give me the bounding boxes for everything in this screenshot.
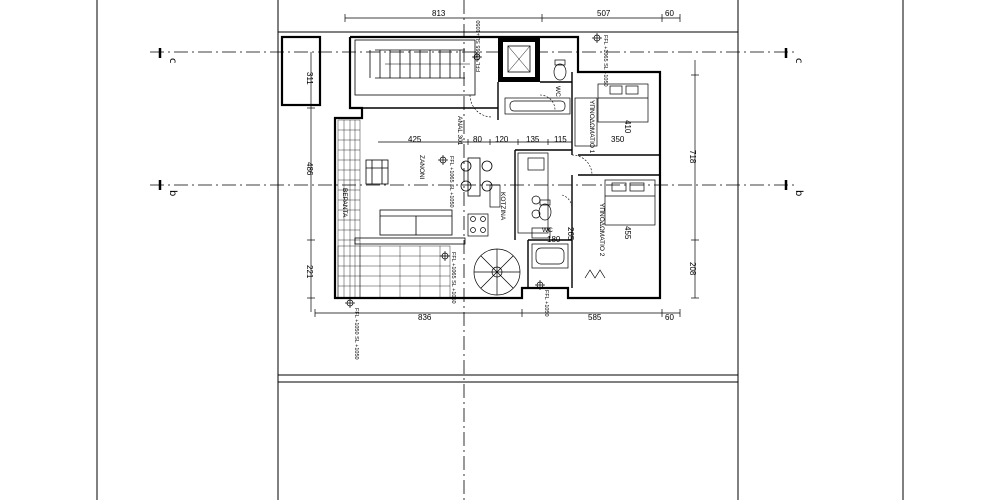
interior-walls — [362, 72, 660, 288]
level-label-terrace: FFL +1065 SL +1050 — [450, 252, 456, 304]
level-label-bottom-mid: FFL +1050 — [543, 290, 549, 317]
room-label-wc-bottom: WC — [542, 227, 553, 234]
stair-core — [354, 39, 476, 96]
kitchen-units — [467, 152, 549, 237]
top-bathroom — [504, 59, 598, 147]
level-label-living: FFL +1065 SL +1050 — [448, 156, 454, 208]
dim-bottom-1: 836 — [418, 313, 432, 322]
room-label-hall: ANAL 301 — [456, 116, 463, 146]
dim-int-455: 455 — [623, 226, 632, 240]
elevator-shaft — [498, 37, 540, 82]
room-label-kitchen: KOTZINA — [499, 192, 506, 221]
level-label-corridor: FFL +1065 SL +1050 — [602, 35, 608, 87]
dimension-lines — [307, 14, 699, 317]
dim-int-120: 120 — [495, 135, 509, 144]
dimension-labels: 813 507 60 836 585 60 311 486 221 718 20… — [305, 9, 697, 322]
dim-left-1: 311 — [305, 72, 314, 85]
dim-right-2: 208 — [688, 262, 697, 276]
bottom-bathroom — [531, 199, 569, 269]
level-markers — [345, 33, 602, 308]
dim-int-410: 410 — [623, 120, 632, 134]
section-b-right: b — [793, 190, 804, 196]
room-labels: ANAL 301 ZANONI KOTZINA ΥΠΝΟΔΩΜΑΤΙΟ 1 ΥΠ… — [341, 86, 605, 257]
dim-int-425: 425 — [408, 135, 422, 144]
dim-int-115: 115 — [554, 135, 567, 144]
dim-int-135: 135 — [526, 135, 540, 144]
dim-right-1: 718 — [688, 150, 697, 164]
room-label-living: ZANONI — [418, 155, 425, 180]
section-axis-lines — [150, 0, 795, 500]
bedroom-1-furniture — [597, 83, 649, 123]
dim-top-1: 813 — [432, 9, 446, 18]
dim-top-3: 60 — [665, 9, 674, 18]
bedroom-2-furniture — [584, 179, 656, 279]
dining-set — [460, 157, 493, 197]
dim-left-2: 486 — [305, 162, 314, 176]
level-labels: FFL +1065 SL +1050 FFL +1065 SL +1050 FF… — [353, 20, 608, 359]
section-b-left: b — [167, 190, 178, 196]
exterior-walls — [280, 35, 662, 300]
section-c-left: c — [167, 58, 178, 64]
section-c-right: c — [793, 58, 804, 64]
dim-top-2: 507 — [597, 9, 611, 18]
dim-int-350: 350 — [611, 135, 625, 144]
dim-bottom-2: 585 — [588, 313, 602, 322]
door-swings — [469, 94, 593, 209]
dim-int-265: 265 — [566, 227, 575, 241]
veranda-tiling — [337, 119, 451, 299]
level-label-stair: FFL +1065 SL +1050 — [476, 20, 482, 72]
dim-bottom-3: 60 — [665, 313, 674, 322]
dim-int-80: 80 — [473, 135, 482, 144]
sheet-frame — [96, 0, 904, 500]
room-label-bedroom-2: ΥΠΝΟΔΩΜΑΤΙΟ 2 — [598, 203, 605, 257]
room-label-wc-top: WC — [554, 86, 561, 97]
section-markers: c c b b — [158, 48, 804, 196]
room-label-veranda: ΒΕΡΑΝΤΑ — [341, 188, 348, 218]
dim-left-3: 221 — [305, 265, 314, 279]
level-label-bottom-left: FFL +1050 SL +1050 — [353, 308, 359, 360]
room-label-bedroom-1: ΥΠΝΟΔΩΜΑΤΙΟ 1 — [588, 100, 595, 154]
spiral-stair — [473, 248, 521, 296]
